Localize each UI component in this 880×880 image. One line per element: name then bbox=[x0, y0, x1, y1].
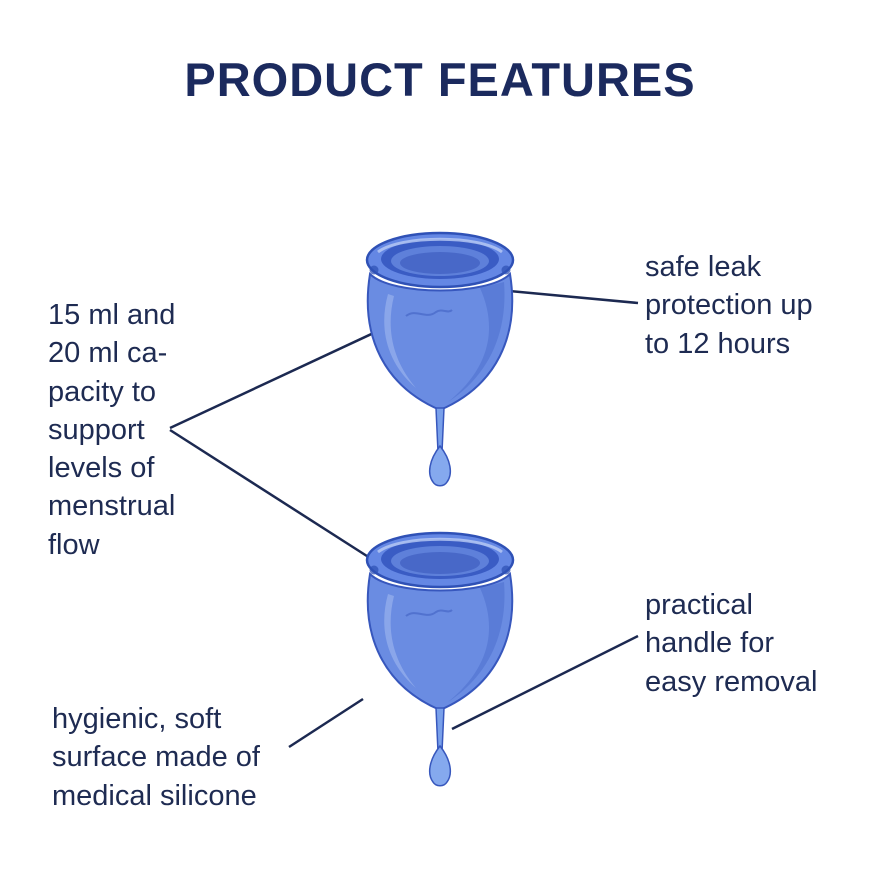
annotation-hygienic-surface: hygienic, soft surface made of medical s… bbox=[52, 703, 260, 812]
annotation-practical-handle: practical handle for easy removal bbox=[645, 589, 818, 698]
menstrual-cup-bottom-image bbox=[365, 531, 515, 788]
annotation-capacity: 15 ml and 20 ml ca- pacity to support le… bbox=[48, 299, 176, 561]
annotation-leak-protection: safe leak protection up to 12 hours bbox=[645, 251, 813, 360]
menstrual-cup-top-image bbox=[365, 231, 515, 488]
menstrual-cup-bottom bbox=[330, 518, 550, 808]
page-title: PRODUCT FEATURES bbox=[184, 53, 696, 106]
menstrual-cup-top bbox=[330, 218, 550, 508]
